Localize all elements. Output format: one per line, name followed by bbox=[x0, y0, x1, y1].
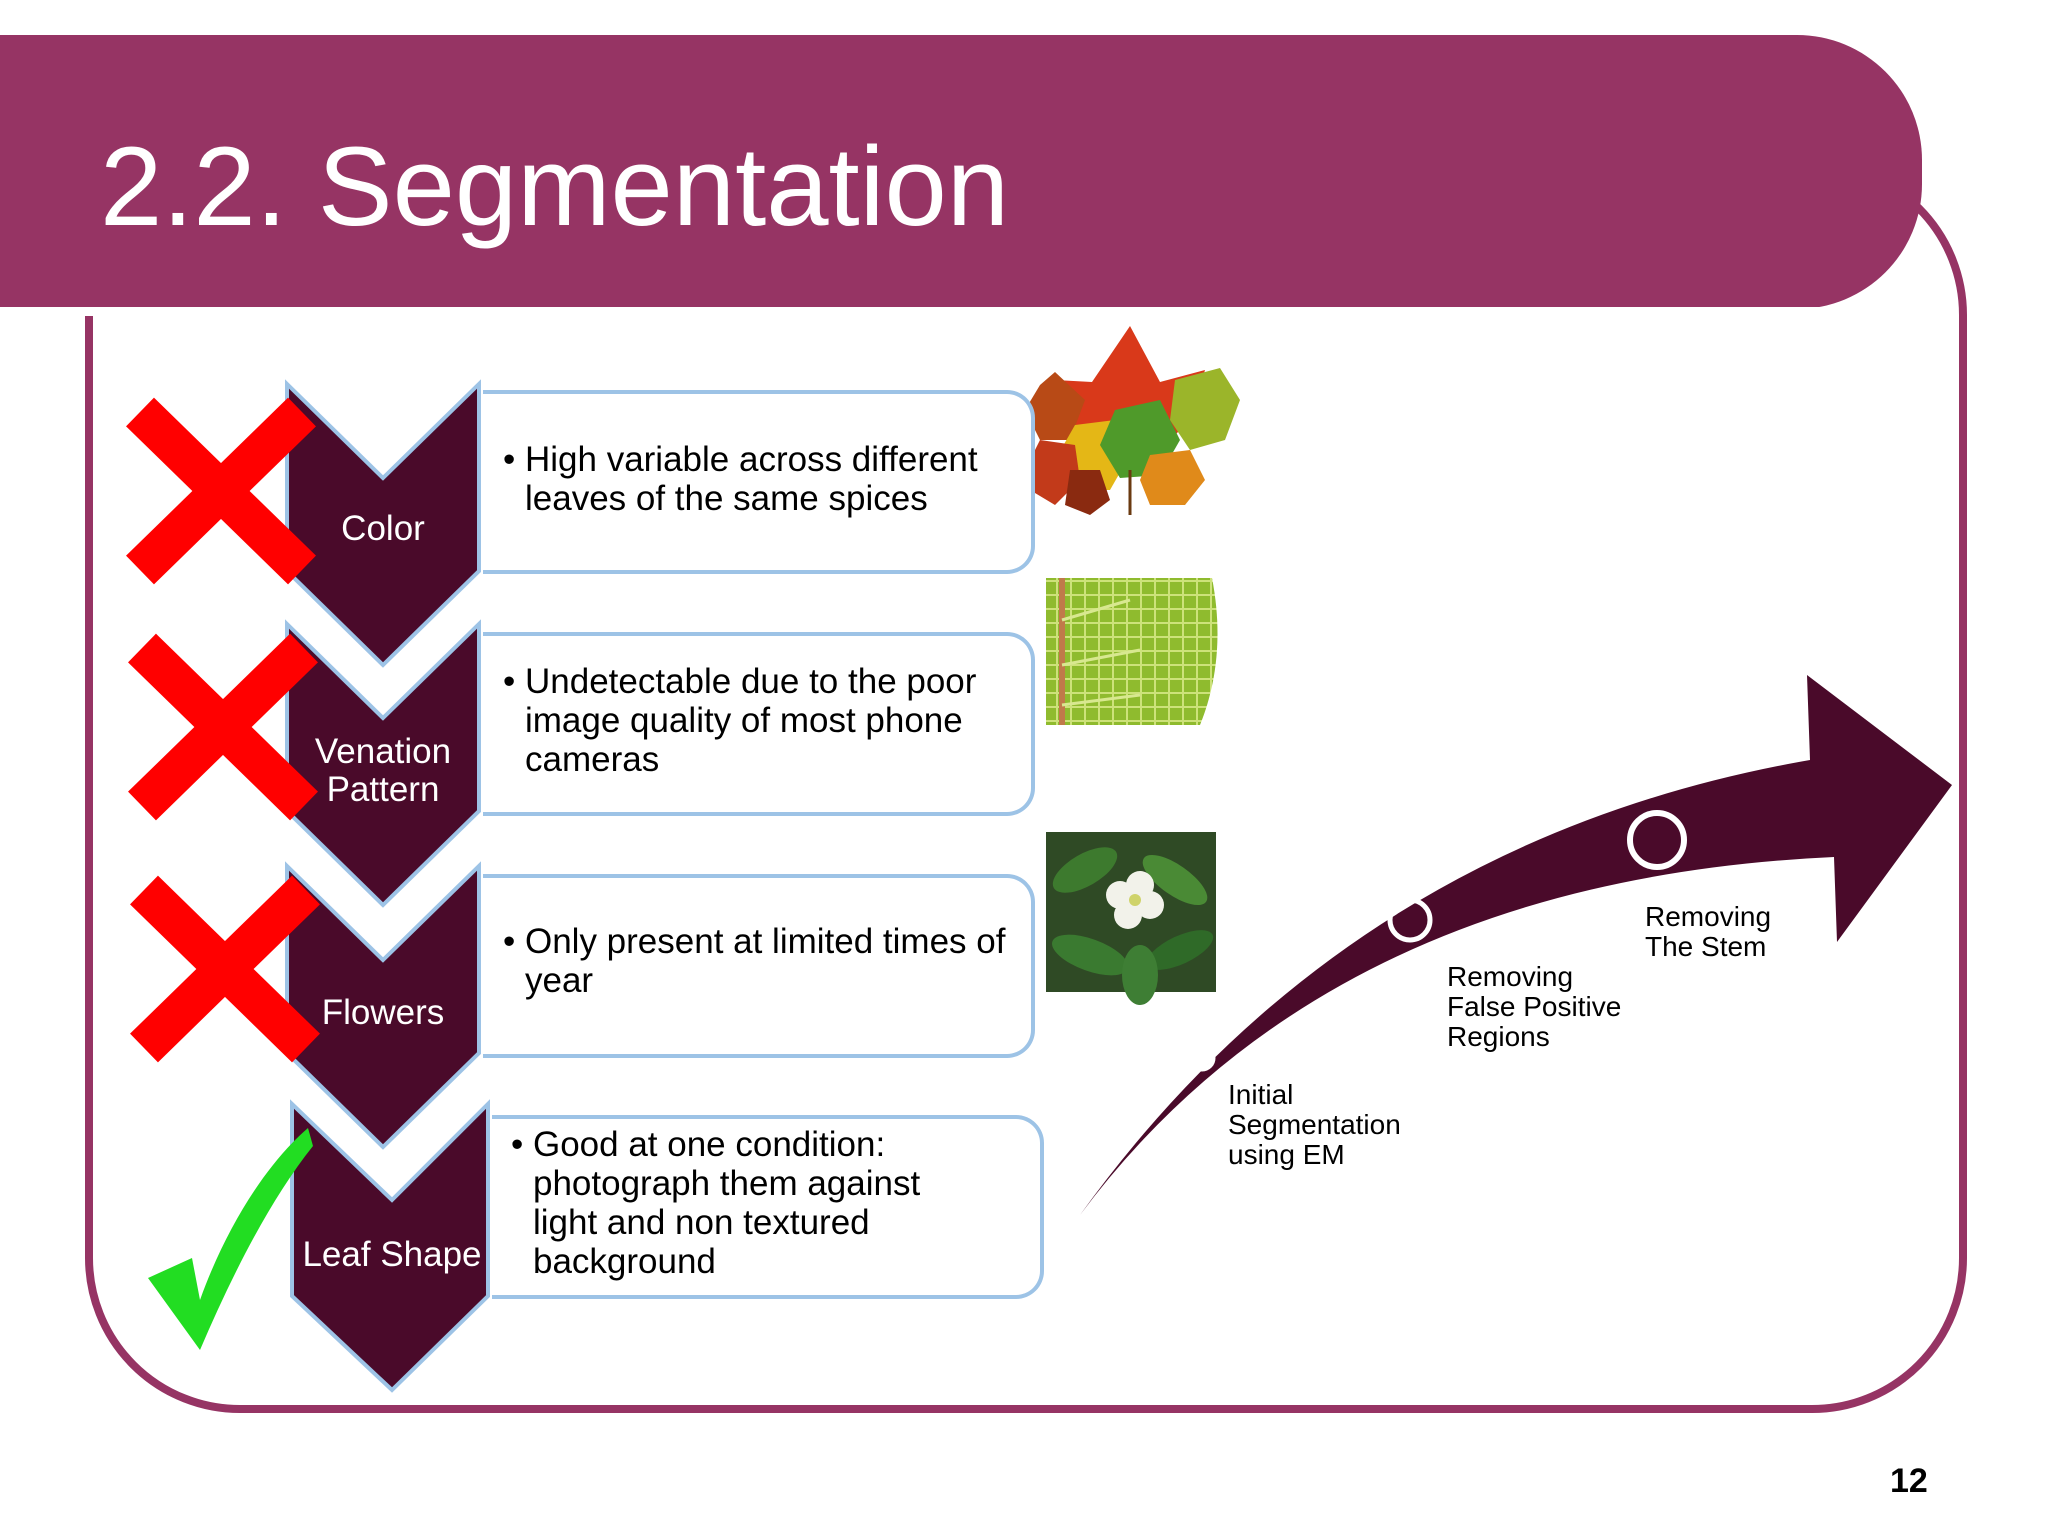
pipeline-step-3-text: Removing The Stem bbox=[1645, 901, 1772, 962]
description-color: • High variable across different leaves … bbox=[503, 440, 1025, 518]
description-box-leaf-shape bbox=[492, 1115, 1044, 1299]
description-flowers: • Only present at limited times of year bbox=[503, 922, 1025, 1000]
description-venation-text: Undetectable due to the poor image quali… bbox=[524, 662, 977, 779]
feature-label-leaf-shape: Leaf Shape bbox=[302, 1235, 482, 1274]
description-leaf-shape: • Good at one condition: photograph them… bbox=[511, 1125, 973, 1281]
feature-label-venation-text: Venation Pattern bbox=[314, 732, 452, 809]
description-leaf-shape-text: Good at one condition: photograph them a… bbox=[532, 1125, 921, 1281]
title-underline bbox=[0, 307, 1820, 316]
pipeline-step-3: Removing The Stem bbox=[1645, 902, 1805, 962]
feature-label-flowers: Flowers bbox=[321, 993, 445, 1032]
description-box-venation bbox=[483, 632, 1035, 816]
description-flowers-text: Only present at limited times of year bbox=[524, 922, 1006, 1000]
pipeline-step-2-text: Removing False Positive Regions bbox=[1447, 961, 1622, 1052]
description-box-flowers bbox=[483, 874, 1035, 1058]
description-color-text: High variable across different leaves of… bbox=[524, 440, 978, 518]
slide-number: 12 bbox=[1890, 1462, 1928, 1500]
description-venation: • Undetectable due to the poor image qua… bbox=[503, 662, 1025, 779]
description-box-color bbox=[483, 390, 1035, 574]
feature-label-venation: Venation Pattern bbox=[298, 733, 468, 809]
feature-label-color: Color bbox=[341, 509, 425, 548]
pipeline-step-1: Initial Segmentation using EM bbox=[1228, 1080, 1408, 1170]
pipeline-step-2: Removing False Positive Regions bbox=[1447, 962, 1647, 1052]
slide-title: 2.2. Segmentation bbox=[100, 124, 1010, 249]
pipeline-step-1-text: Initial Segmentation using EM bbox=[1228, 1079, 1401, 1170]
title-bar: 2.2. Segmentation bbox=[0, 35, 1922, 316]
